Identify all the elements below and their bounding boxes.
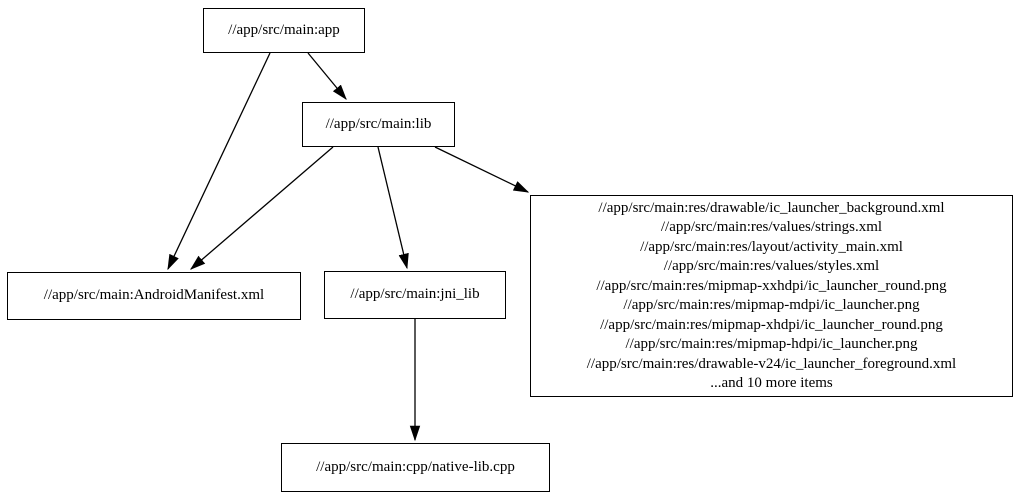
res-group-line: //app/src/main:res/values/styles.xml	[663, 258, 880, 274]
node-android-manifest-label: //app/src/main:AndroidManifest.xml	[43, 287, 265, 304]
node-jni-lib: //app/src/main:jni_lib	[324, 271, 506, 319]
res-group-line: //app/src/main:res/layout/activity_main.…	[640, 238, 903, 255]
res-group-more-items: ...and 10 more items	[710, 375, 833, 391]
node-lib: //app/src/main:lib	[302, 102, 455, 147]
node-android-manifest: //app/src/main:AndroidManifest.xml	[7, 272, 301, 320]
res-group-line: //app/src/main:res/mipmap-hdpi/ic_launch…	[625, 336, 918, 352]
res-group-line: //app/src/main:res/drawable/ic_launcher_…	[598, 199, 945, 216]
node-app-label: //app/src/main:app	[228, 21, 340, 38]
node-native-lib-cpp: //app/src/main:cpp/native-lib.cpp	[281, 443, 550, 492]
node-lib-label: //app/src/main:lib	[325, 115, 432, 132]
res-group-line: //app/src/main:res/values/strings.xml	[660, 219, 883, 235]
edge-lib-to-jni-lib	[377, 146, 409, 270]
edge-lib-to-res-group	[434, 146, 530, 193]
edge-app-to-manifest	[167, 52, 271, 271]
node-app: //app/src/main:app	[203, 8, 365, 53]
edge-app-to-lib	[307, 52, 347, 101]
node-jni-lib-label: //app/src/main:jni_lib	[350, 286, 480, 303]
res-group-line: //app/src/main:res/drawable-v24/ic_launc…	[586, 355, 957, 372]
node-res-group: //app/src/main:res/drawable/ic_launcher_…	[530, 195, 1013, 397]
res-group-line: //app/src/main:res/mipmap-xhdpi/ic_launc…	[600, 316, 943, 333]
node-native-lib-cpp-label: //app/src/main:cpp/native-lib.cpp	[316, 458, 515, 475]
res-group-line: //app/src/main:res/mipmap-xxhdpi/ic_laun…	[596, 277, 947, 294]
res-group-line: //app/src/main:res/mipmap-mdpi/ic_launch…	[623, 297, 920, 313]
edge-lib-to-manifest	[190, 146, 334, 270]
